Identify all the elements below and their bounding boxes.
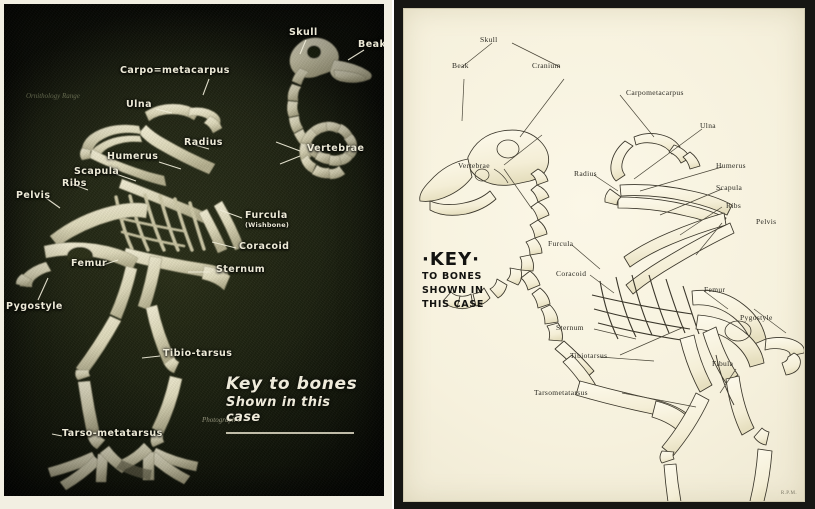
drawing-label-vertebrae: Vertebrae <box>458 161 490 170</box>
drawing-label-tarsometatarsus: Tarsometatarsus <box>534 388 588 397</box>
photo-signature: Photograph 1 <box>202 416 241 424</box>
drawing-panel: Skull Beak Cranium Carpometacarpus Ulna … <box>394 0 815 509</box>
photo-label-humerus: Humerus <box>107 151 159 162</box>
drawing-label-ribs: Ribs <box>726 201 742 210</box>
photo-label-pygostyle: Pygostyle <box>6 301 63 312</box>
drawing-label-pelvis: Pelvis <box>756 217 777 226</box>
drawing-label-ulna: Ulna <box>700 121 716 130</box>
drawing-label-femur: Femur <box>704 285 726 294</box>
photo-key-line-3: case <box>226 410 261 425</box>
drawing-label-furcula: Furcula <box>548 239 574 248</box>
photo-label-tibio-tarsus: Tibio-tarsus <box>163 348 233 359</box>
photo-label-coracoid: Coracoid <box>239 241 290 252</box>
photo-label-femur: Femur <box>71 258 108 269</box>
photo-label-ribs: Ribs <box>62 178 87 189</box>
drawing-label-pygostyle: Pygostyle <box>740 313 773 322</box>
drawing-label-humerus: Humerus <box>716 161 746 170</box>
photo-label-furcula-sub: (Wishbone) <box>245 220 289 229</box>
drawing-credit: R.P.M. <box>780 491 797 496</box>
drawing-label-tibiotarsus: Tibiotarsus <box>570 351 608 360</box>
drawing-card: Skull Beak Cranium Carpometacarpus Ulna … <box>403 8 805 502</box>
photo-label-vertebrae: Vertebrae <box>307 143 365 154</box>
photograph-panel: Skull Beak Carpo=metacarpus Ulna Radius … <box>0 0 392 509</box>
drawing-key-line-2: SHOWN IN <box>422 284 484 296</box>
photo-label-carpo-metacarpus: Carpo=metacarpus <box>120 65 230 76</box>
photo-key-line-1: Key to bones <box>226 374 358 394</box>
drawing-label-cranium: Cranium <box>532 61 561 70</box>
photo-label-skull: Skull <box>289 27 318 38</box>
photo-label-sternum: Sternum <box>216 264 266 275</box>
photo-label-ulna: Ulna <box>126 99 152 110</box>
photo-key-line-2: Shown in this <box>226 395 331 410</box>
drawing-label-sternum: Sternum <box>556 323 584 332</box>
drawing-key-block: ·KEY· TO BONES SHOWN IN THIS CASE <box>422 249 484 311</box>
drawing-label-beak: Beak <box>452 61 469 70</box>
photo-label-radius: Radius <box>184 137 223 148</box>
drawing-label-scapula: Scapula <box>716 183 743 192</box>
drawing-label-skull: Skull <box>480 35 498 44</box>
photo-label-beak: Beak <box>358 39 384 50</box>
photo-key-caption: Key to bones Shown in this case <box>226 374 374 434</box>
drawing-label-coracoid: Coracoid <box>556 269 587 278</box>
drawing-key-title: ·KEY· <box>422 249 480 270</box>
drawing-key-line-3: THIS CASE <box>422 298 485 310</box>
drawing-label-carpometacarpus: Carpometacarpus <box>626 88 684 97</box>
photo-label-pelvis: Pelvis <box>16 190 51 201</box>
photo-label-furcula: Furcula (Wishbone) <box>245 210 289 229</box>
drawing-label-fibula: Fibula <box>712 359 734 368</box>
drawing-key-line-1: TO BONES <box>422 271 483 282</box>
drawing-label-radius: Radius <box>574 169 597 178</box>
photograph-plate: Skull Beak Carpo=metacarpus Ulna Radius … <box>4 4 384 496</box>
photo-label-tarso-metatarsus: Tarso-metatarsus <box>62 428 163 439</box>
photo-key-underline <box>226 432 354 434</box>
photo-label-scapula: Scapula <box>74 166 120 177</box>
photo-annotation-scribble: Ornithology Range <box>26 92 80 100</box>
